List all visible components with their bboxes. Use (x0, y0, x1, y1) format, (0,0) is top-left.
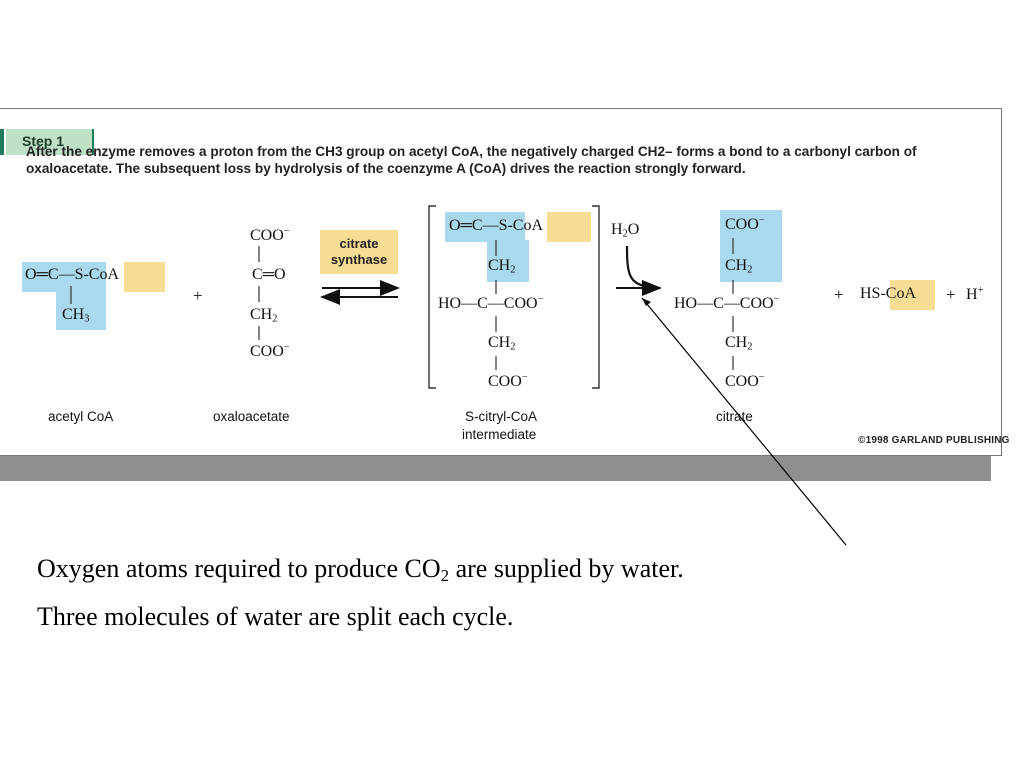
intermediate-coa-highlight (547, 212, 591, 242)
copyright-notice: ©1998 GARLAND PUBLISHING (858, 435, 1010, 446)
acetyl-methyl-highlight (56, 290, 106, 330)
step-accent-bar (0, 129, 4, 155)
acetyl-coa-group: CoA (88, 266, 120, 283)
note-line1-sub: 2 (440, 566, 450, 586)
acetyl-carbonyl-highlight (22, 262, 106, 292)
citrate-coo-top: COO− (725, 215, 765, 234)
proton-h: H (966, 286, 978, 304)
acetyl-coa-caption: acetyl CoA (48, 409, 114, 424)
plus-sign-2: + (834, 285, 844, 304)
inter-coa: CoA (512, 217, 544, 234)
cit-minus-top: − (758, 215, 765, 226)
cit-coo-bot: COO (725, 373, 759, 391)
cit-minus-bot: − (758, 372, 765, 383)
acetyl-ch: CH (62, 306, 85, 323)
annotation-pointer-line (641, 297, 847, 546)
proton-plus: + (977, 285, 984, 296)
proton: H+ (966, 285, 983, 304)
inter-ch2-sub-bot: 2 (510, 341, 516, 353)
water-h: H (611, 221, 623, 238)
annotation-line-2: Three molecules of water are split each … (37, 602, 514, 632)
hs-coa-highlight (890, 280, 935, 310)
intermediate-carbonyl-highlight (445, 212, 525, 242)
intermediate-coo-bottom: COO− (488, 372, 528, 391)
note-line1-a: Oxygen atoms required to produce CO (37, 554, 441, 583)
citrate-caption: citrate (716, 409, 753, 424)
oxalo-minus-1: − (283, 226, 290, 237)
enzyme-box (320, 230, 398, 274)
hs-label: HS- (860, 285, 886, 302)
intermediate-caption-2: intermediate (462, 427, 537, 442)
water-label: H2O (611, 221, 639, 240)
oxaloacetate-ch2: CH2 (250, 306, 277, 325)
citrate-top-highlight (720, 210, 782, 282)
intermediate-ch2-bottom: CH2 (488, 334, 515, 353)
inter-coo-mid: COO (503, 295, 538, 313)
acetyl-carbonyl: O═C—S-CoA (25, 266, 119, 284)
step-description: After the enzyme removes a proton from t… (26, 144, 917, 176)
oxalo-ch2-sub: 2 (272, 313, 278, 325)
note-line1-b: are supplied by water. (449, 554, 684, 583)
step-tab (6, 129, 94, 155)
oxalo-coo-1: COO (250, 227, 284, 245)
citrate-coo-bottom: COO− (725, 372, 765, 391)
right-bracket (592, 205, 600, 389)
enzyme-label: citrate synthase (320, 236, 398, 268)
cit-ho-c: HO—C— (674, 295, 740, 313)
intermediate-center: HO—C—COO− (438, 294, 543, 313)
hs-coa-group: CoA (885, 285, 917, 302)
intermediate-caption-1: S-citryl-CoA (465, 409, 538, 424)
figure-shadow (0, 455, 991, 481)
inter-ho-c: HO—C— (438, 295, 504, 313)
left-bracket (428, 205, 436, 389)
plus-sign-3: + (946, 285, 956, 304)
cit-ch2-sub-bot: 2 (747, 341, 753, 353)
intermediate-ch2-top: CH2 (488, 257, 515, 276)
figure-panel (0, 108, 1002, 456)
acetyl-ch3-sub: 3 (84, 313, 90, 325)
annotation-note: Oxygen atoms required to produce CO2 are… (37, 548, 684, 637)
oxalo-coo-2: COO (250, 343, 284, 361)
inter-s: —S- (482, 217, 513, 234)
inter-o-eq-c: O═C (449, 217, 483, 234)
annotation-line-1: Oxygen atoms required to produce CO2 are… (37, 548, 684, 596)
oxalo-minus-2: − (283, 342, 290, 353)
cit-ch-top: CH (725, 257, 748, 274)
cit-coo-top: COO (725, 216, 759, 234)
acetyl-coa-highlight (124, 262, 165, 292)
annotation-pointer-head (642, 298, 651, 306)
acetyl-o-eq-c: O═C (25, 266, 59, 283)
oxaloacetate-caption: oxaloacetate (213, 409, 290, 424)
hs-coa: HS-CoA (860, 285, 916, 303)
oxaloacetate-coo-top: COO− (250, 226, 290, 245)
oxalo-ch: CH (250, 306, 273, 323)
water-o: O (627, 221, 640, 238)
cit-minus-mid: − (773, 294, 780, 305)
citrate-ch2-top: CH2 (725, 257, 752, 276)
inter-ch2-sub-top: 2 (510, 264, 516, 276)
oxaloacetate-coo-bottom: COO− (250, 342, 290, 361)
inter-ch-bot: CH (488, 334, 511, 351)
enzyme-label-line1: citrate (339, 236, 379, 251)
inter-coo-bot: COO (488, 373, 522, 391)
citrate-ch2-bottom: CH2 (725, 334, 752, 353)
step-label: Step 1 (22, 133, 65, 149)
plus-sign-1: + (193, 286, 203, 305)
intermediate-carbonyl: O═C—S-CoA (449, 217, 543, 235)
inter-minus-mid: − (537, 294, 544, 305)
enzyme-label-line2: synthase (330, 252, 388, 267)
cit-coo-mid: COO (739, 295, 774, 313)
water-sub: 2 (622, 228, 628, 240)
inter-ch-top: CH (488, 257, 511, 274)
acetyl-methyl: CH3 (62, 306, 89, 325)
citrate-center: HO—C—COO− (674, 294, 779, 313)
oxaloacetate-carbonyl: C═O (252, 266, 286, 283)
acetyl-s: —S- (58, 266, 89, 283)
water-curved-arrow (625, 245, 647, 288)
cit-ch2-sub-top: 2 (747, 264, 753, 276)
inter-minus-bot: − (521, 372, 528, 383)
cit-ch-bot: CH (725, 334, 748, 351)
intermediate-ch2-highlight (487, 240, 529, 282)
